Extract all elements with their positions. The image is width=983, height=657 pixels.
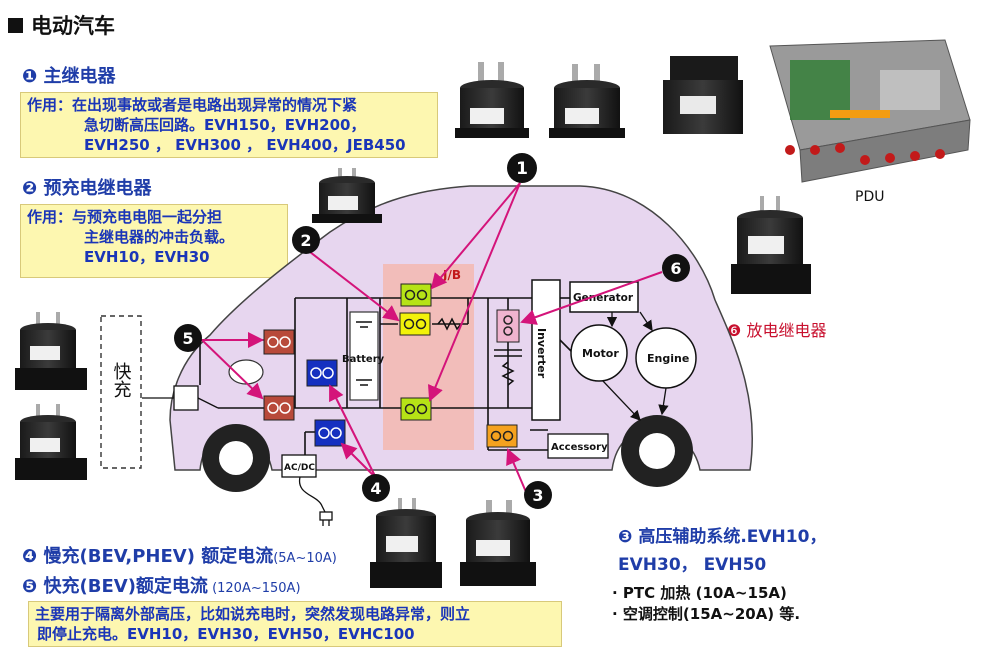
fast-charge-heading: ❺ 快充(BEV)额定电流 (120A~150A) [22,576,301,597]
callout-6: 6 [662,254,690,282]
callout-1: 1 [507,153,537,183]
rear-wheel [621,415,693,487]
relay-precharge [399,312,431,336]
jb-label: J/B [442,268,461,282]
relay-photo-slow-charge-1 [370,498,442,588]
fast-charge-port [173,385,199,411]
fast-charge-label: 快充 [111,362,132,398]
fast-charge-note: 主要用于隔离外部高压，比如说充电时，突然发现电路异常，则立 即停止充电。EVH1… [28,601,562,647]
accessory-label: Accessory [551,442,608,453]
relay-photo-precharge [312,168,382,223]
relay-photo-fast-charge-1 [15,312,87,390]
relay-photo-discharge [731,196,811,294]
callout-3: 3 [524,481,552,509]
precharge-relay-note: 作用：与预充电电阻一起分担 主继电器的冲击负载。 EVH10，EVH30 [20,204,288,278]
callout-2: 2 [292,226,320,254]
inverter-label: Inverter [535,328,548,379]
relay-discharge [496,309,520,343]
svg-text:4: 4 [370,479,381,498]
svg-text:3: 3 [532,486,543,505]
relay-photo-fast-charge-2 [15,404,87,480]
relay-fast-charge-bottom [263,395,295,421]
ac-control-item: · 空调控制(15A~20A) 等. [612,605,801,623]
svg-text:1: 1 [516,159,528,179]
svg-text:2: 2 [300,231,311,250]
main-relay-heading: ❶ 主继电器 [22,66,116,87]
relay-main-bottom [400,397,432,421]
fast-charge-box [100,315,142,469]
precharge-resistor [437,317,462,331]
ptc-heating-item: · PTC 加热 (10A~15A) [612,584,787,602]
slow-charge-heading: ❹ 慢充(BEV,PHEV) 额定电流(5A~10A) [22,546,337,567]
relay-accessory [486,424,518,448]
square-bullet-icon [8,17,23,33]
acdc-label: AC/DC [284,463,315,473]
main-relay-note: 作用：在出现事故或者是电路出现异常的情况下紧 急切断高压回路。EVH150，EV… [20,92,438,158]
pdu-label: PDU [855,189,885,205]
relay-photo-main-3 [663,56,743,134]
relay-main-top [400,283,432,307]
generator-label: Generator [573,292,634,304]
capacitor [494,349,522,357]
relay-photo-main-2 [549,64,625,138]
front-wheel [202,424,270,492]
precharge-relay-heading: ❷ 预充电继电器 [22,178,152,199]
callout-5: 5 [174,324,202,352]
relay-photo-slow-charge-2 [460,500,536,586]
battery-label: Battery [342,354,385,365]
relay-photo-main-1 [455,62,529,138]
generator-box [569,281,639,313]
relay-fast-charge-top [263,329,295,355]
discharge-resistor [501,361,515,386]
motor-circle [570,324,628,382]
inverter-box [531,279,561,421]
pdu-photo [769,39,971,183]
charge-cable [298,476,327,515]
relay-slow-charge-bottom [314,419,346,447]
hv-aux-models: EVH30， EVH50 [618,555,767,575]
page-title: 电动汽车 [8,10,115,40]
plug-icon [319,511,333,526]
relay-slow-charge-top [306,359,338,387]
battery-cells [356,321,372,386]
hv-aux-heading: ❸ 高压辅助系统.EVH10， [618,527,827,547]
callout-4: 4 [362,474,390,502]
svg-text:6: 6 [670,259,681,278]
acdc-box [281,454,317,478]
engine-label: Engine [647,352,689,365]
door-handle [228,359,264,385]
motor-label: Motor [582,347,619,360]
svg-text:5: 5 [182,329,193,348]
accessory-box [547,433,609,459]
